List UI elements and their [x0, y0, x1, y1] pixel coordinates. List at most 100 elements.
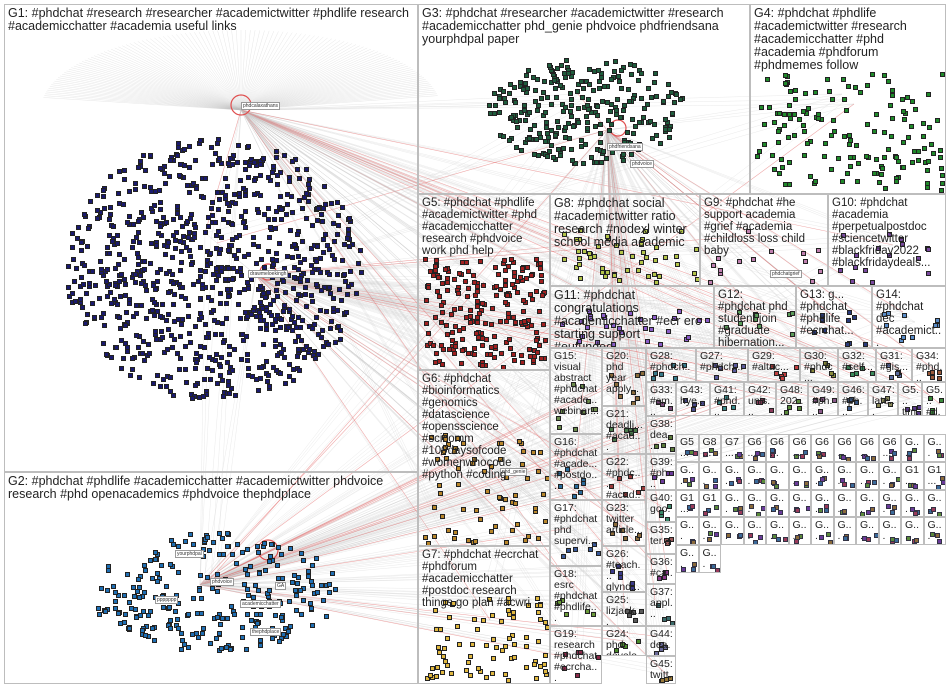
group-g22[interactable]: G22: #phdc... #acad... — [602, 454, 646, 500]
group-g7[interactable]: G7: #phdchat #ecrchat #phdforum #academi… — [418, 546, 550, 684]
group-g11[interactable]: G11: #phdchat congratulations #academicc… — [550, 286, 714, 348]
group-g5b[interactable]: G5... tim... — [898, 382, 922, 416]
group-g36[interactable]: G36: #ca... — [646, 554, 676, 584]
group-g2[interactable]: G2: #phdchat #phdlife #academicchatter #… — [4, 472, 418, 684]
group-cell[interactable]: G... — [856, 461, 879, 490]
group-cell[interactable]: G... — [676, 461, 699, 490]
group-g45[interactable]: G45: twitt... — [646, 656, 676, 684]
group-cell[interactable]: G... — [901, 434, 924, 462]
group-g9[interactable]: G9: #phdchat #he support academia #grief… — [700, 194, 828, 286]
group-cell[interactable]: G... — [878, 489, 901, 518]
group-cell[interactable]: G... — [766, 461, 789, 490]
group-cell[interactable]: G... — [788, 489, 811, 518]
group-g46[interactable]: G46: #ph... — [838, 382, 868, 416]
group-cell[interactable]: G1... — [676, 489, 699, 518]
group-g20[interactable]: G20: phd year apply... — [602, 348, 646, 406]
group-cell[interactable]: G6... — [833, 434, 856, 462]
group-g8[interactable]: G8: #phdchat social #academictwitter rat… — [550, 194, 700, 286]
group-cell[interactable]: G... — [721, 461, 744, 490]
group-g28[interactable]: G28: #phdch... — [646, 348, 696, 382]
group-g38[interactable]: G38: dea... — [646, 416, 676, 454]
group-cell[interactable]: G... — [811, 489, 834, 518]
group-g41[interactable]: G41: #phd... — [710, 382, 744, 416]
group-g40[interactable]: G40: goo... — [646, 490, 676, 522]
group-g14[interactable]: G14: #phdchat dec #academict... — [872, 286, 946, 348]
group-g21[interactable]: G21: deadli... #acad... — [602, 406, 646, 454]
group-cell[interactable]: G... — [856, 517, 879, 546]
group-g48[interactable]: G48: 202... — [776, 382, 808, 416]
group-cell[interactable]: G... — [788, 517, 811, 546]
group-g23[interactable]: G23: twitter article... — [602, 500, 646, 546]
group-g33[interactable]: G33: #sm... — [646, 382, 676, 416]
group-cell[interactable]: G1... — [698, 489, 721, 518]
group-g19[interactable]: G19: research #phdchat #ecrcha... — [550, 626, 602, 684]
group-cell[interactable]: G... — [698, 461, 721, 490]
group-g30[interactable]: G30: #phdc... — [800, 348, 838, 382]
group-cell[interactable]: G... — [856, 489, 879, 518]
group-g18[interactable]: G18: esrc #phdchat #phdlife... — [550, 566, 602, 626]
group-cell[interactable]: G6... — [766, 434, 789, 462]
group-cell[interactable]: G... — [788, 461, 811, 490]
group-cell[interactable]: G... — [878, 517, 901, 546]
group-cell[interactable]: G5... — [676, 434, 699, 462]
group-cell[interactable]: G6... — [743, 434, 766, 462]
group-g6[interactable]: G6: #phdchat #bioinformatics #genomics #… — [418, 370, 550, 546]
group-cell[interactable]: G... — [766, 517, 789, 546]
group-g4[interactable]: G4: #phdchat #phdlife #academictwitter #… — [750, 4, 946, 194]
group-cell[interactable]: G8... — [698, 434, 721, 462]
group-cell[interactable]: G... — [698, 517, 721, 546]
group-cell[interactable]: G... — [676, 545, 699, 573]
group-g13[interactable]: G13: g... #phdchat #phdlife #ecrchat... — [796, 286, 872, 348]
group-g44[interactable]: G44: dea... — [646, 626, 676, 656]
group-cell[interactable]: G... — [743, 489, 766, 518]
group-cell[interactable]: G6... — [788, 434, 811, 462]
group-g5c[interactable]: G5... #d... — [922, 382, 946, 416]
group-g42[interactable]: G42: unis... — [744, 382, 776, 416]
group-cell[interactable]: G7... — [721, 434, 744, 462]
group-cell[interactable]: G1... — [901, 461, 924, 490]
group-cell[interactable]: G... — [833, 489, 856, 518]
group-cell[interactable]: G... — [721, 489, 744, 518]
group-cell[interactable]: G... — [901, 489, 924, 518]
group-g35[interactable]: G35: ter... — [646, 522, 676, 554]
group-cell[interactable]: G... — [923, 489, 946, 518]
group-cell[interactable]: G... — [743, 517, 766, 546]
group-g25[interactable]: G25: lizjack... paper... — [602, 592, 646, 626]
group-cell[interactable]: G... — [743, 461, 766, 490]
group-g24[interactable]: G24: phd develo... — [602, 626, 646, 656]
group-g34[interactable]: G34: #phd... — [912, 348, 946, 382]
group-g26[interactable]: G26: #teach... glynd... — [602, 546, 646, 592]
group-g15[interactable]: G15: visual abstract #phdchat #acade... … — [550, 348, 602, 434]
group-g29[interactable]: G29: #altac... — [748, 348, 800, 382]
group-g43[interactable]: G43: hye... — [676, 382, 710, 416]
group-g39[interactable]: G39: #ph... #p... — [646, 454, 676, 490]
group-g3[interactable]: G3: #phdchat #researcher #academictwitte… — [418, 4, 750, 194]
group-cell[interactable]: G... — [811, 517, 834, 546]
group-cell[interactable]: G... — [721, 517, 744, 546]
group-cell[interactable]: G6... — [811, 434, 834, 462]
group-g37[interactable]: G37: appl... — [646, 584, 676, 626]
group-g31[interactable]: G31: #gis... — [876, 348, 912, 382]
group-cell[interactable]: G... — [811, 461, 834, 490]
group-g10[interactable]: G10: #phdchat #academia #perpetualpostdo… — [828, 194, 946, 286]
group-g27[interactable]: G27: #phdch... — [696, 348, 748, 382]
group-cell[interactable]: G... — [923, 517, 946, 546]
group-g12[interactable]: G12: #phdchat phd student join #graduate… — [714, 286, 796, 348]
group-cell[interactable]: G... — [766, 489, 789, 518]
group-cell[interactable]: G1... — [923, 461, 946, 490]
group-g32[interactable]: G32: #self... — [838, 348, 876, 382]
group-g47[interactable]: G47: late... — [868, 382, 898, 416]
group-cell[interactable]: G... — [676, 517, 699, 546]
group-cell[interactable]: G... — [878, 461, 901, 490]
group-g49[interactable]: G49: #ph... — [808, 382, 838, 416]
group-g5[interactable]: G5: #phdchat #phdlife #academictwitter #… — [418, 194, 550, 370]
group-cell[interactable]: G6... — [856, 434, 879, 462]
group-g17[interactable]: G17: #phdchat phd supervi... — [550, 500, 602, 566]
group-cell[interactable]: G6... — [878, 434, 901, 462]
group-cell[interactable]: G... — [901, 517, 924, 546]
group-cell[interactable]: G... — [698, 545, 721, 573]
group-g1[interactable]: G1: #phdchat #research #researcher #acad… — [4, 4, 418, 472]
group-g16[interactable]: G16: #phdchat #acade... #postdo... — [550, 434, 602, 500]
group-cell[interactable]: G... — [833, 461, 856, 490]
group-cell[interactable]: G... — [833, 517, 856, 546]
